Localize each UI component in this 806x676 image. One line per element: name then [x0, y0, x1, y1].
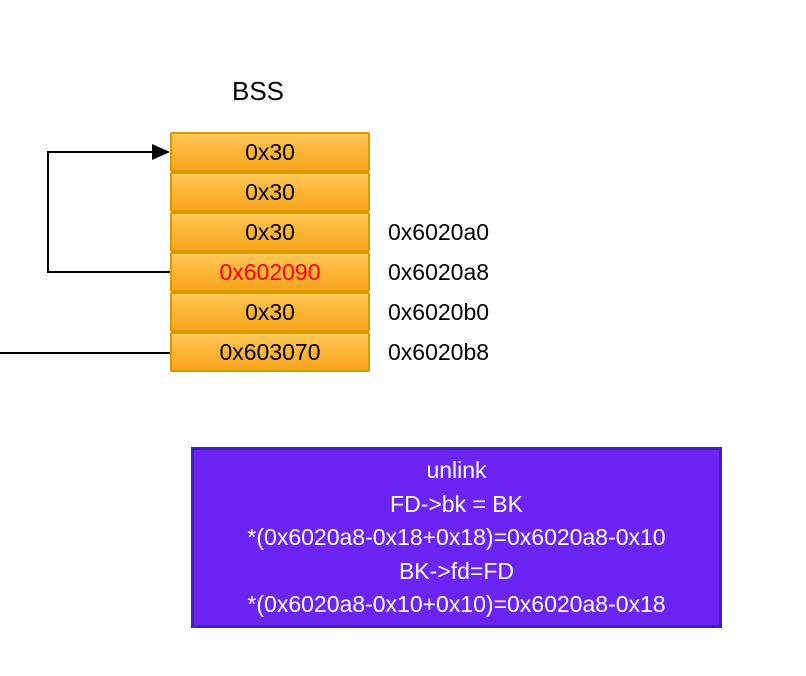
- bss-section-label: BSS: [231, 76, 285, 106]
- memory-cell: 0x603070: [170, 332, 370, 372]
- address-label: 0x6020b0: [388, 299, 490, 325]
- address-label: 0x6020b8: [388, 339, 490, 365]
- unlink-note-box: unlink FD->bk = BK *(0x6020a8-0x18+0x18)…: [191, 447, 722, 628]
- loop-pointer-line: [47, 151, 170, 273]
- memory-cell: 0x30: [170, 172, 370, 212]
- memory-stack: 0x30 0x30 0x30 0x602090 0x30 0x603070: [170, 132, 370, 372]
- address-label: 0x6020a8: [388, 259, 490, 285]
- unlink-note-line: BK->fd=FD: [398, 557, 515, 584]
- memory-cell-highlighted: 0x602090: [170, 252, 370, 292]
- unlink-note-line: FD->bk = BK: [390, 490, 523, 517]
- address-label: 0x6020a0: [388, 219, 490, 245]
- unlink-note-line: *(0x6020a8-0x10+0x10)=0x6020a8-0x18: [247, 591, 666, 617]
- loop-pointer-arrowhead-icon: [152, 144, 170, 160]
- memory-cell: 0x30: [170, 212, 370, 252]
- memory-cell: 0x30: [170, 132, 370, 172]
- unlink-note-line: *(0x6020a8-0x18+0x18)=0x6020a8-0x10: [247, 524, 666, 550]
- memory-cell: 0x30: [170, 292, 370, 332]
- unlink-note-title: unlink: [426, 457, 487, 483]
